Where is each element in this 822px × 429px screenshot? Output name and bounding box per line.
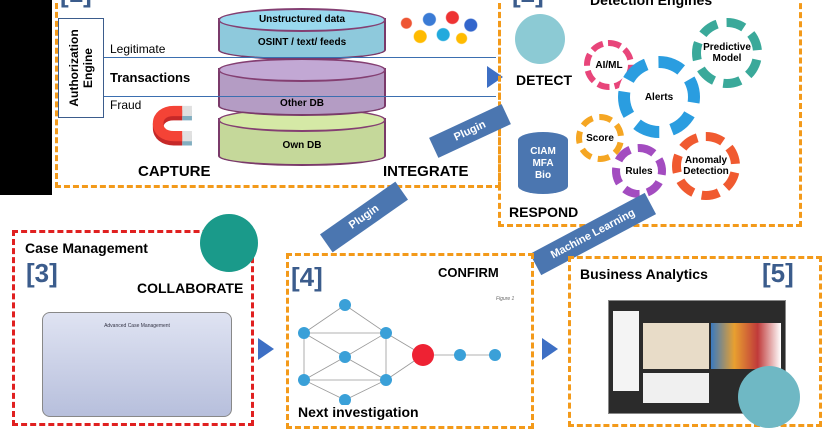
graph-node xyxy=(298,374,310,386)
section-number-4: [4] xyxy=(291,262,323,292)
capture-label: CAPTURE xyxy=(138,163,211,180)
unstructured-label: Unstructured data xyxy=(258,14,346,25)
link-analysis-graph xyxy=(298,299,501,405)
legitimate-label: Legitimate xyxy=(110,42,166,56)
section-number-5: [5] xyxy=(762,258,794,288)
section-number-2: [2] xyxy=(512,0,544,9)
next-investigation-label: Next investigation xyxy=(298,404,419,420)
graph-node xyxy=(298,327,310,339)
person-magnet-icon: 🧲 xyxy=(150,105,195,146)
fraud-label: Fraud xyxy=(110,98,142,112)
microphone-icon xyxy=(738,366,800,428)
section-number-1: [1] xyxy=(60,0,92,9)
black-margin xyxy=(0,0,52,195)
case-management-screenshot: Advanced Case Management xyxy=(42,312,232,417)
graph-suspect-node xyxy=(412,344,434,366)
bio-label: Bio xyxy=(534,170,552,181)
graph-node xyxy=(380,327,392,339)
detection-title: Detection Engines xyxy=(590,0,713,8)
graph-node xyxy=(339,394,351,405)
ciam-label: CIAM xyxy=(530,146,556,157)
db-own: Own DB xyxy=(218,118,386,166)
graph-node xyxy=(339,351,351,363)
confirm-title: CONFIRM xyxy=(438,265,499,280)
legitimate-line xyxy=(104,57,496,58)
section-number-3: [3] xyxy=(26,258,58,288)
business-analytics-title: Business Analytics xyxy=(580,266,708,282)
flow-arrow-to-confirm xyxy=(258,338,274,360)
gear-rules: Rules xyxy=(612,144,666,198)
plugin-arrow-2: Plugin xyxy=(320,181,408,253)
collaborate-label: COLLABORATE xyxy=(137,280,244,296)
graph-node xyxy=(454,349,466,361)
case-management-title: Case Management xyxy=(25,240,148,256)
mfa-label: MFA xyxy=(532,158,554,169)
transactions-label: Transactions xyxy=(110,70,191,85)
ciam-cylinder: CIAM MFA Bio xyxy=(518,132,568,194)
social-media-icons xyxy=(388,8,480,46)
detect-label: DETECT xyxy=(516,72,572,88)
graph-node xyxy=(489,349,501,361)
network-globe-icon xyxy=(200,214,258,272)
analytics-dashboard-screenshot xyxy=(608,300,786,414)
gear-alerts: Alerts xyxy=(618,56,700,138)
authorization-engine-box: Authorization Engine xyxy=(58,18,104,118)
graph-node xyxy=(380,374,392,386)
graph-node xyxy=(339,299,351,311)
db-unstructured: Unstructured data OSINT / text/ feeds xyxy=(218,14,386,60)
flow-arrow-to-analytics xyxy=(542,338,558,360)
case-panel-title: Advanced Case Management xyxy=(104,323,170,329)
db-other: Other DB xyxy=(218,68,386,116)
gear-anomaly-detection: Anomaly Detection xyxy=(672,132,740,200)
respond-label: RESPOND xyxy=(509,204,579,220)
gear-score: Score xyxy=(576,114,624,162)
integrate-label: INTEGRATE xyxy=(383,163,469,180)
osint-label: OSINT / text/ feeds xyxy=(257,37,347,48)
detect-icon xyxy=(515,14,565,64)
authorization-engine-label: Authorization Engine xyxy=(67,29,95,107)
gear-predictive-model: Predictive Model xyxy=(692,18,762,88)
fraud-line xyxy=(104,96,496,97)
figure-label: Figure 1 xyxy=(496,296,515,302)
